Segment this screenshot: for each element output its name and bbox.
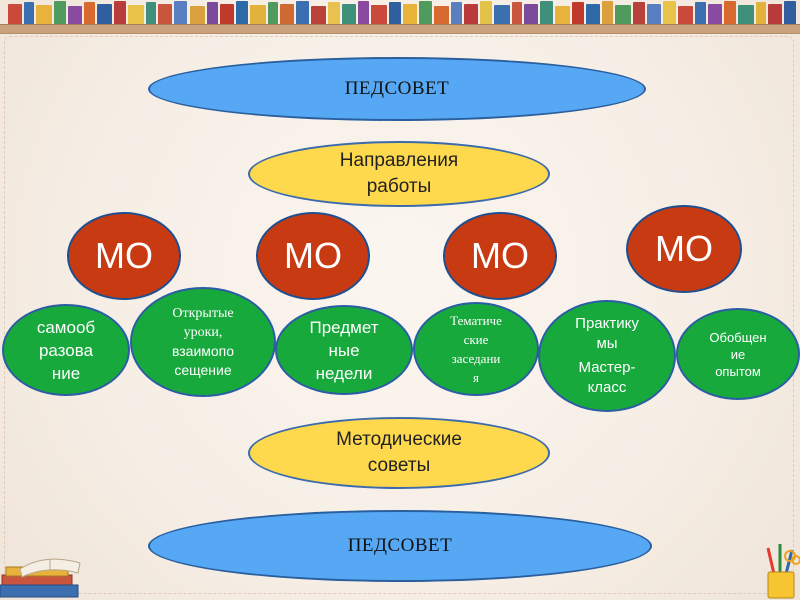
activity-5-line-3: Мастер- — [578, 359, 636, 376]
method-councils-line-2: советы — [367, 455, 431, 476]
activity-thematic-meetings: Тематиче ские заседани я — [413, 302, 539, 396]
activity-6-line-1: Обобщен — [709, 329, 767, 345]
activity-2-line-3: взаимопо — [171, 343, 235, 359]
activity-self-education: самооб разова ние — [2, 304, 130, 396]
mo-circle-1: МО — [67, 212, 181, 300]
activity-1-line-3: ние — [51, 363, 81, 383]
activity-2-line-4: сещение — [174, 362, 232, 378]
bookshelf-decoration — [0, 0, 800, 34]
activity-6-line-3: опытом — [715, 363, 761, 379]
activity-4-line-3: заседани — [451, 351, 501, 366]
activity-3-line-2: ные — [328, 340, 360, 360]
method-councils-oval: Методические советы — [248, 417, 550, 489]
activity-1-line-2: разова — [38, 340, 94, 360]
slide-frame — [4, 36, 794, 594]
activity-2-line-2: уроки, — [183, 325, 223, 340]
pedsovet-bottom-oval: ПЕДСОВЕТ — [148, 510, 652, 582]
directions-line-2: работы — [366, 176, 432, 197]
mo-label-4: МО — [655, 228, 713, 269]
mo-label-3: МО — [471, 235, 529, 276]
mo-label-2: МО — [284, 235, 342, 276]
mo-circle-4: МО — [626, 205, 742, 293]
activity-3-line-1: Предмет — [309, 317, 379, 337]
activity-experience-sharing: Обобщен ие опытом — [676, 308, 800, 400]
activity-2-line-1: Открытые — [172, 306, 234, 321]
pedsovet-top-label: ПЕДСОВЕТ — [344, 78, 450, 99]
method-councils-line-1: Методические — [336, 429, 462, 450]
mo-label-1: МО — [95, 235, 153, 276]
activity-4-line-2: ские — [463, 332, 489, 347]
activity-open-lessons: Открытые уроки, взаимопо сещение — [130, 287, 276, 397]
activity-5-line-2: мы — [596, 335, 618, 352]
activity-4-line-1: Тематиче — [450, 313, 502, 328]
mo-circle-3: МО — [443, 212, 557, 300]
activity-1-line-1: самооб — [36, 317, 96, 337]
pencil-cup-icon — [766, 544, 800, 599]
mo-circle-2: МО — [256, 212, 370, 300]
pedsovet-top-oval: ПЕДСОВЕТ — [148, 57, 646, 121]
directions-line-1: Направления — [339, 150, 459, 171]
directions-oval: Направления работы — [248, 141, 550, 207]
activity-subject-weeks: Предмет ные недели — [275, 305, 413, 395]
books-stack-icon — [0, 558, 81, 598]
activity-4-line-4: я — [473, 370, 479, 385]
activity-3-line-3: недели — [315, 363, 373, 383]
activity-workshops: Практику мы Мастер- класс — [538, 300, 676, 412]
activity-5-line-1: Практику — [575, 315, 639, 332]
pedsovet-bottom-label: ПЕДСОВЕТ — [347, 535, 453, 556]
activity-5-line-4: класс — [587, 379, 627, 396]
activity-6-line-2: ие — [730, 346, 746, 362]
